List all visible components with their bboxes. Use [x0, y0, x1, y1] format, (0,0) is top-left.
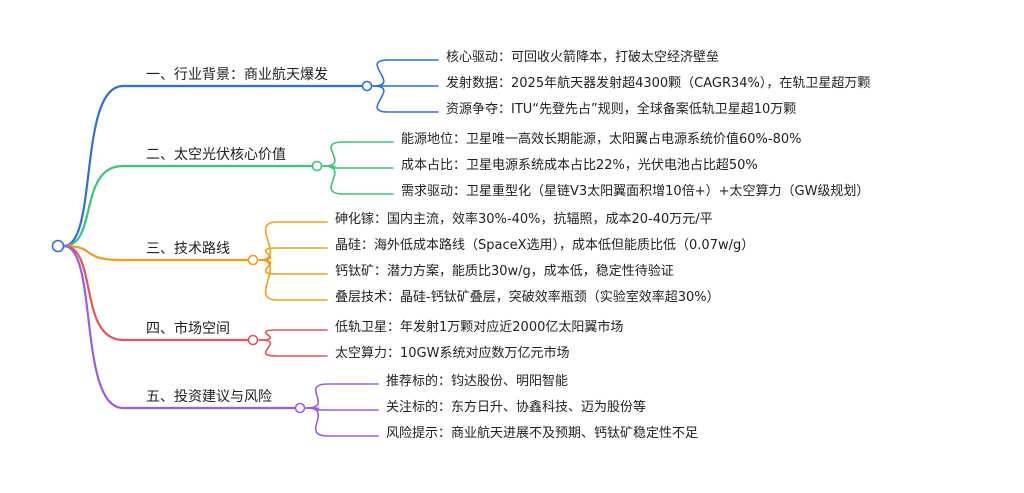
leaf-connector [372, 85, 439, 113]
branch-connector [62, 244, 250, 262]
leaf-connector [258, 259, 328, 301]
leaf-connector [258, 339, 328, 357]
leaf-connector [322, 141, 394, 167]
leaf-label: 叠层技术：晶硅-钙钛矿叠层，突破效率瓶颈（实验室效率超30%） [335, 290, 720, 305]
leaf-label: 风险提示：商业航天进展不及预期、钙钛矿稳定性不足 [386, 426, 699, 441]
leaf-label: 关注标的：东方日升、协鑫科技、迈为股份等 [386, 400, 647, 415]
leaf-label: 核心驱动：可回收火箭降本，打破太空经济壁垒 [446, 50, 720, 65]
leaf-label: 资源争夺：ITU“先登先占”规则，全球备案低轨卫星超10万颗 [446, 102, 797, 117]
leaf-label: 发射数据：2025年航天器发射超4300颗（CAGR34%），在轨卫星超万颗 [446, 76, 871, 91]
leaf-label: 钙钛矿：潜力方案，能质比30w/g，成本低，稳定性待验证 [335, 264, 674, 279]
leaf-connector [305, 383, 379, 409]
leaf-label: 能源地位：卫星唯一高效长期能源，太阳翼占电源系统价值60%-80% [401, 132, 802, 147]
leaf-connector [322, 165, 394, 195]
leaf-label: 需求驱动：卫星重型化（星链V3太阳翼面积增10倍+）+太空算力（GW级规划） [401, 184, 870, 199]
branch-label: 四、市场空间 [146, 321, 230, 337]
root-node-toggle[interactable] [51, 239, 65, 253]
leaf-connector [258, 247, 328, 261]
branch-label: 五、投资建议与风险 [146, 389, 272, 405]
branch-node-toggle[interactable] [311, 160, 323, 172]
branch-node-toggle[interactable] [294, 402, 306, 414]
branch-connector [62, 244, 297, 410]
leaf-label: 推荐标的：钧达股份、明阳智能 [386, 374, 569, 389]
leaf-connector [305, 407, 379, 411]
leaf-label: 成本占比：卫星电源系统成本占比22%，光伏电池占比超50% [401, 158, 758, 173]
branch-node-toggle[interactable] [247, 334, 259, 346]
branch-label: 一、行业背景：商业航天爆发 [146, 67, 328, 83]
leaf-label: 晶硅：海外低成本路线（SpaceX选用），成本低但能质比低（0.07w/g） [335, 238, 755, 253]
leaf-connector [258, 221, 328, 261]
leaf-label: 砷化镓：国内主流，效率30%-40%，抗辐照，成本20-40万元/平 [335, 212, 713, 227]
branch-label: 二、太空光伏核心价值 [146, 147, 286, 163]
branch-connector [62, 164, 314, 248]
branch-connector [62, 84, 364, 248]
leaf-connector [372, 59, 439, 87]
branch-node-toggle[interactable] [247, 254, 259, 266]
branch-node-toggle[interactable] [361, 80, 373, 92]
leaf-connector [258, 329, 328, 341]
branch-label: 三、技术路线 [146, 241, 230, 257]
leaf-label: 低轨卫星：年发射1万颗对应近2000亿太阳翼市场 [335, 320, 624, 335]
branch-connector [62, 244, 250, 342]
leaf-label: 太空算力：10GW系统对应数万亿元市场 [335, 346, 570, 361]
leaf-connector [305, 407, 379, 437]
